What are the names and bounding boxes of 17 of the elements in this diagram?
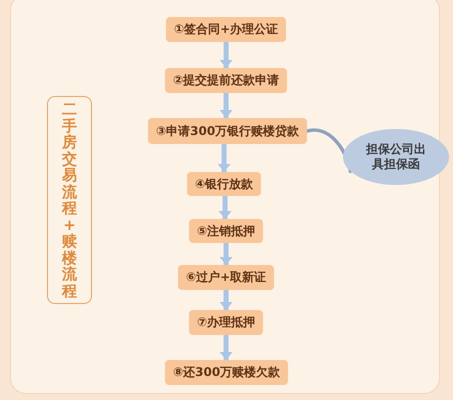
arrow	[218, 144, 231, 172]
process-box: ⑤注销抵押	[189, 219, 264, 243]
arrow	[218, 196, 232, 219]
arrow	[220, 243, 233, 265]
process-box: ⑧还300万赎楼欠款	[165, 360, 288, 385]
arrow	[220, 93, 233, 118]
note-text: 担保公司出具担保函	[365, 142, 427, 172]
arrow	[220, 42, 233, 68]
process-box: ②提交提前还款申请	[165, 68, 288, 93]
arrow	[220, 290, 233, 310]
process-box: ⑦办理抵押	[189, 310, 264, 335]
process-box: ①签合同+办理公证	[166, 17, 286, 42]
process-box: ④银行放款	[187, 172, 262, 196]
arrow	[220, 335, 233, 360]
vertical-title-box: 二手房交易流程+赎楼流程	[47, 96, 92, 304]
process-box: ⑥过户+取新证	[178, 265, 274, 290]
process-box: ③申请300万银行赎楼贷款	[148, 118, 308, 144]
